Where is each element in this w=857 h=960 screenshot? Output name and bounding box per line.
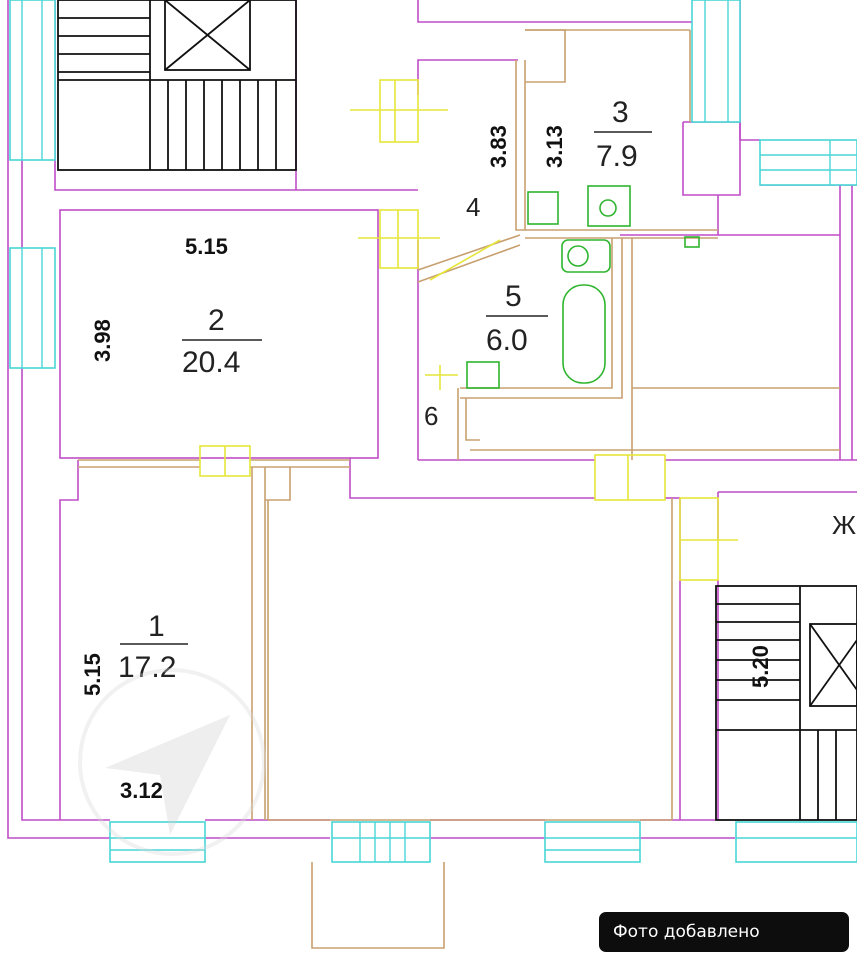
corner-letter: Ж [832,510,856,540]
windows [9,0,857,863]
inner-partitions [78,29,840,821]
photo-added-text: Фото добавлено [613,922,760,942]
room4-number: 4 [466,192,480,222]
room-labels: 5.15 3.98 2 20.4 5.15 1 17.2 3.12 3.83 3… [80,96,856,803]
room3-area: 7.9 [596,140,638,173]
photo-added-badge: Фото добавлено [599,912,849,952]
room3-depth-dim: 3.13 [542,125,567,168]
room1-depth-dim: 5.15 [80,653,105,696]
entrance-porch [311,862,445,949]
room5-area: 6.0 [486,324,528,357]
room1-area: 17.2 [118,651,176,684]
room2-area: 20.4 [182,346,240,379]
room4-depth-dim: 3.83 [486,125,511,168]
stair-right-dim: 5.20 [748,645,773,688]
watermark-logo [78,668,266,856]
room2-width-dim: 5.15 [185,234,228,259]
doors [199,79,738,581]
room5-number: 5 [505,280,522,313]
staircases [57,0,857,821]
room1-width-dim: 3.12 [120,778,163,803]
room3-number: 3 [612,96,629,129]
room6-number: 6 [424,401,438,431]
room2-number: 2 [208,304,225,337]
room1-number: 1 [148,610,165,643]
bathroom-fixtures [466,185,700,389]
room2-depth-dim: 3.98 [90,319,115,362]
